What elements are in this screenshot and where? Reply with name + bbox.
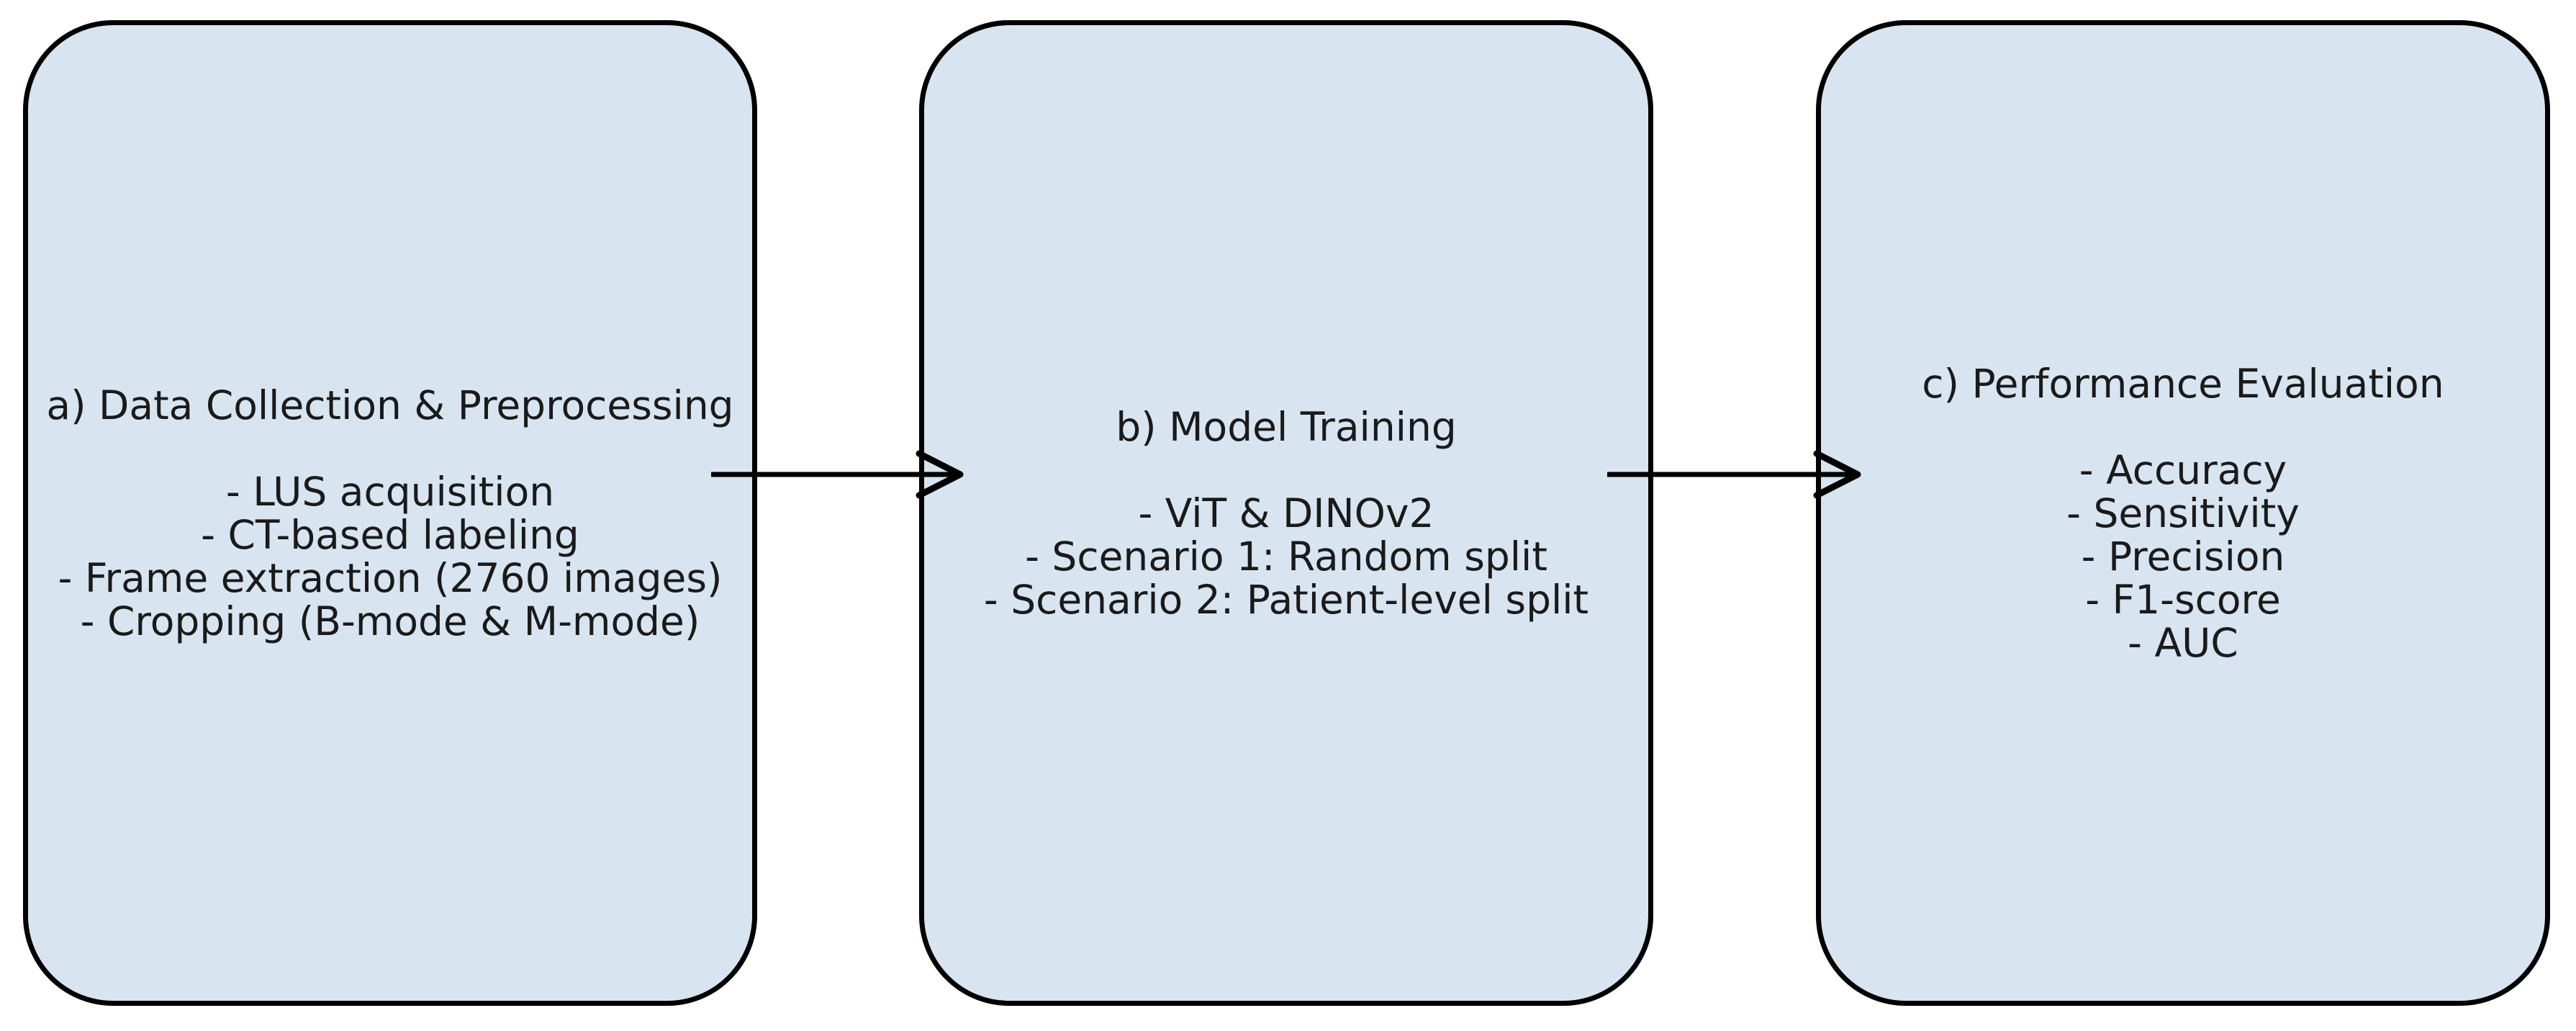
list-item: - Cropping (B-mode & M-mode) (80, 598, 700, 644)
list-item: - Scenario 1: Random split (1025, 533, 1547, 580)
flow-box-data-collection: a) Data Collection & Preprocessing - LUS… (23, 20, 757, 1006)
box-item-list: - ViT & DINOv2 - Scenario 1: Random spli… (984, 492, 1588, 621)
flow-box-performance-evaluation: c) Performance Evaluation - Accuracy - S… (1816, 20, 2550, 1006)
list-item: - AUC (2128, 619, 2238, 666)
box-title: b) Model Training (1116, 403, 1457, 450)
box-item-list: - LUS acquisition - CT-based labeling - … (58, 470, 723, 643)
list-item: - Sensitivity (2066, 490, 2300, 536)
box-title: c) Performance Evaluation (1922, 360, 2444, 407)
list-item: - Scenario 2: Patient-level split (983, 576, 1589, 623)
list-item: - Frame extraction (2760 images) (58, 554, 723, 601)
list-item: - Precision (2081, 533, 2285, 580)
list-item: - F1-score (2085, 576, 2281, 623)
box-title: a) Data Collection & Preprocessing (46, 382, 734, 428)
list-item: - LUS acquisition (225, 468, 555, 515)
flow-box-model-training: b) Model Training - ViT & DINOv2 - Scena… (919, 20, 1653, 1006)
list-item: - Accuracy (2079, 446, 2287, 493)
box-item-list: - Accuracy - Sensitivity - Precision - F… (2066, 449, 2300, 665)
list-item: - ViT & DINOv2 (1138, 490, 1434, 536)
list-item: - CT-based labeling (201, 511, 579, 558)
